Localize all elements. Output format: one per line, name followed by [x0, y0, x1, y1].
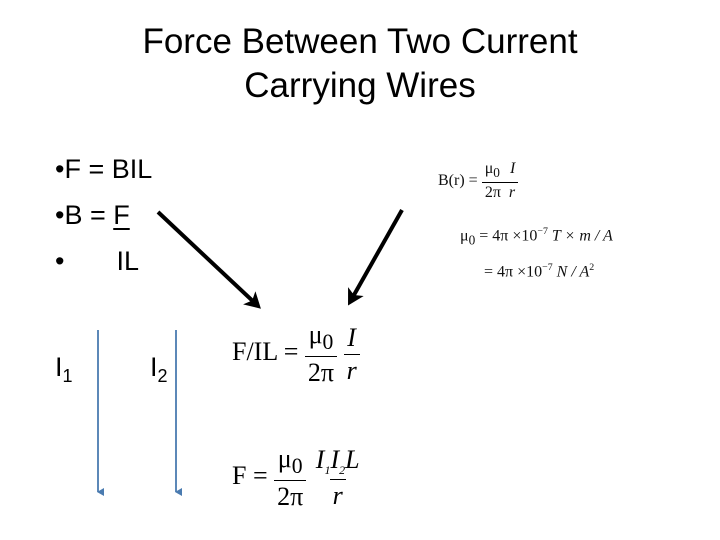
bullet-force-equation: •F = BIL [55, 152, 152, 186]
mu-alternate: = 4π ×10−7 N / A2 [484, 262, 595, 281]
force-equation: F = μ0 2π I1I2L r [232, 444, 363, 512]
field-equation: B(r) = μ0 I 2π r [438, 160, 519, 202]
bullet-text-pre: B = [64, 200, 114, 230]
arrow-from-field [348, 209, 404, 306]
force-per-il-fraction: μ0 2π [304, 320, 338, 388]
force-fraction-2: I1I2L r [315, 445, 360, 511]
arrow-from-bullets [156, 210, 261, 309]
force-per-il-fraction-2: I r [343, 323, 360, 386]
bullet-marker: • [55, 154, 65, 184]
bullet-text: IL [116, 246, 139, 276]
bullet-marker: • [55, 200, 65, 230]
bullet-text-underlined: F [113, 200, 130, 230]
title-line-2: Carrying Wires [244, 66, 476, 105]
field-lhs: B(r) = [438, 171, 478, 189]
bullet-field-equation: •B = F [55, 198, 130, 232]
wire-label-2: I2 [150, 352, 168, 386]
wire-label-1: I1 [55, 352, 73, 386]
mu-definition: μ0 = 4π ×10−7 T × m / A [460, 226, 613, 248]
force-fraction: μ0 2π [274, 444, 307, 512]
force-per-il-equation: F/IL = μ0 2π I r [232, 320, 360, 388]
title-line-1: Force Between Two Current [142, 22, 578, 61]
slide-title: Force Between Two Current Carrying Wires [0, 20, 720, 108]
bullet-marker: • [55, 246, 65, 276]
bullet-denominator: • IL [55, 244, 139, 278]
field-fraction: μ0 I 2π r [481, 160, 519, 202]
bullet-text: F = BIL [64, 154, 153, 184]
